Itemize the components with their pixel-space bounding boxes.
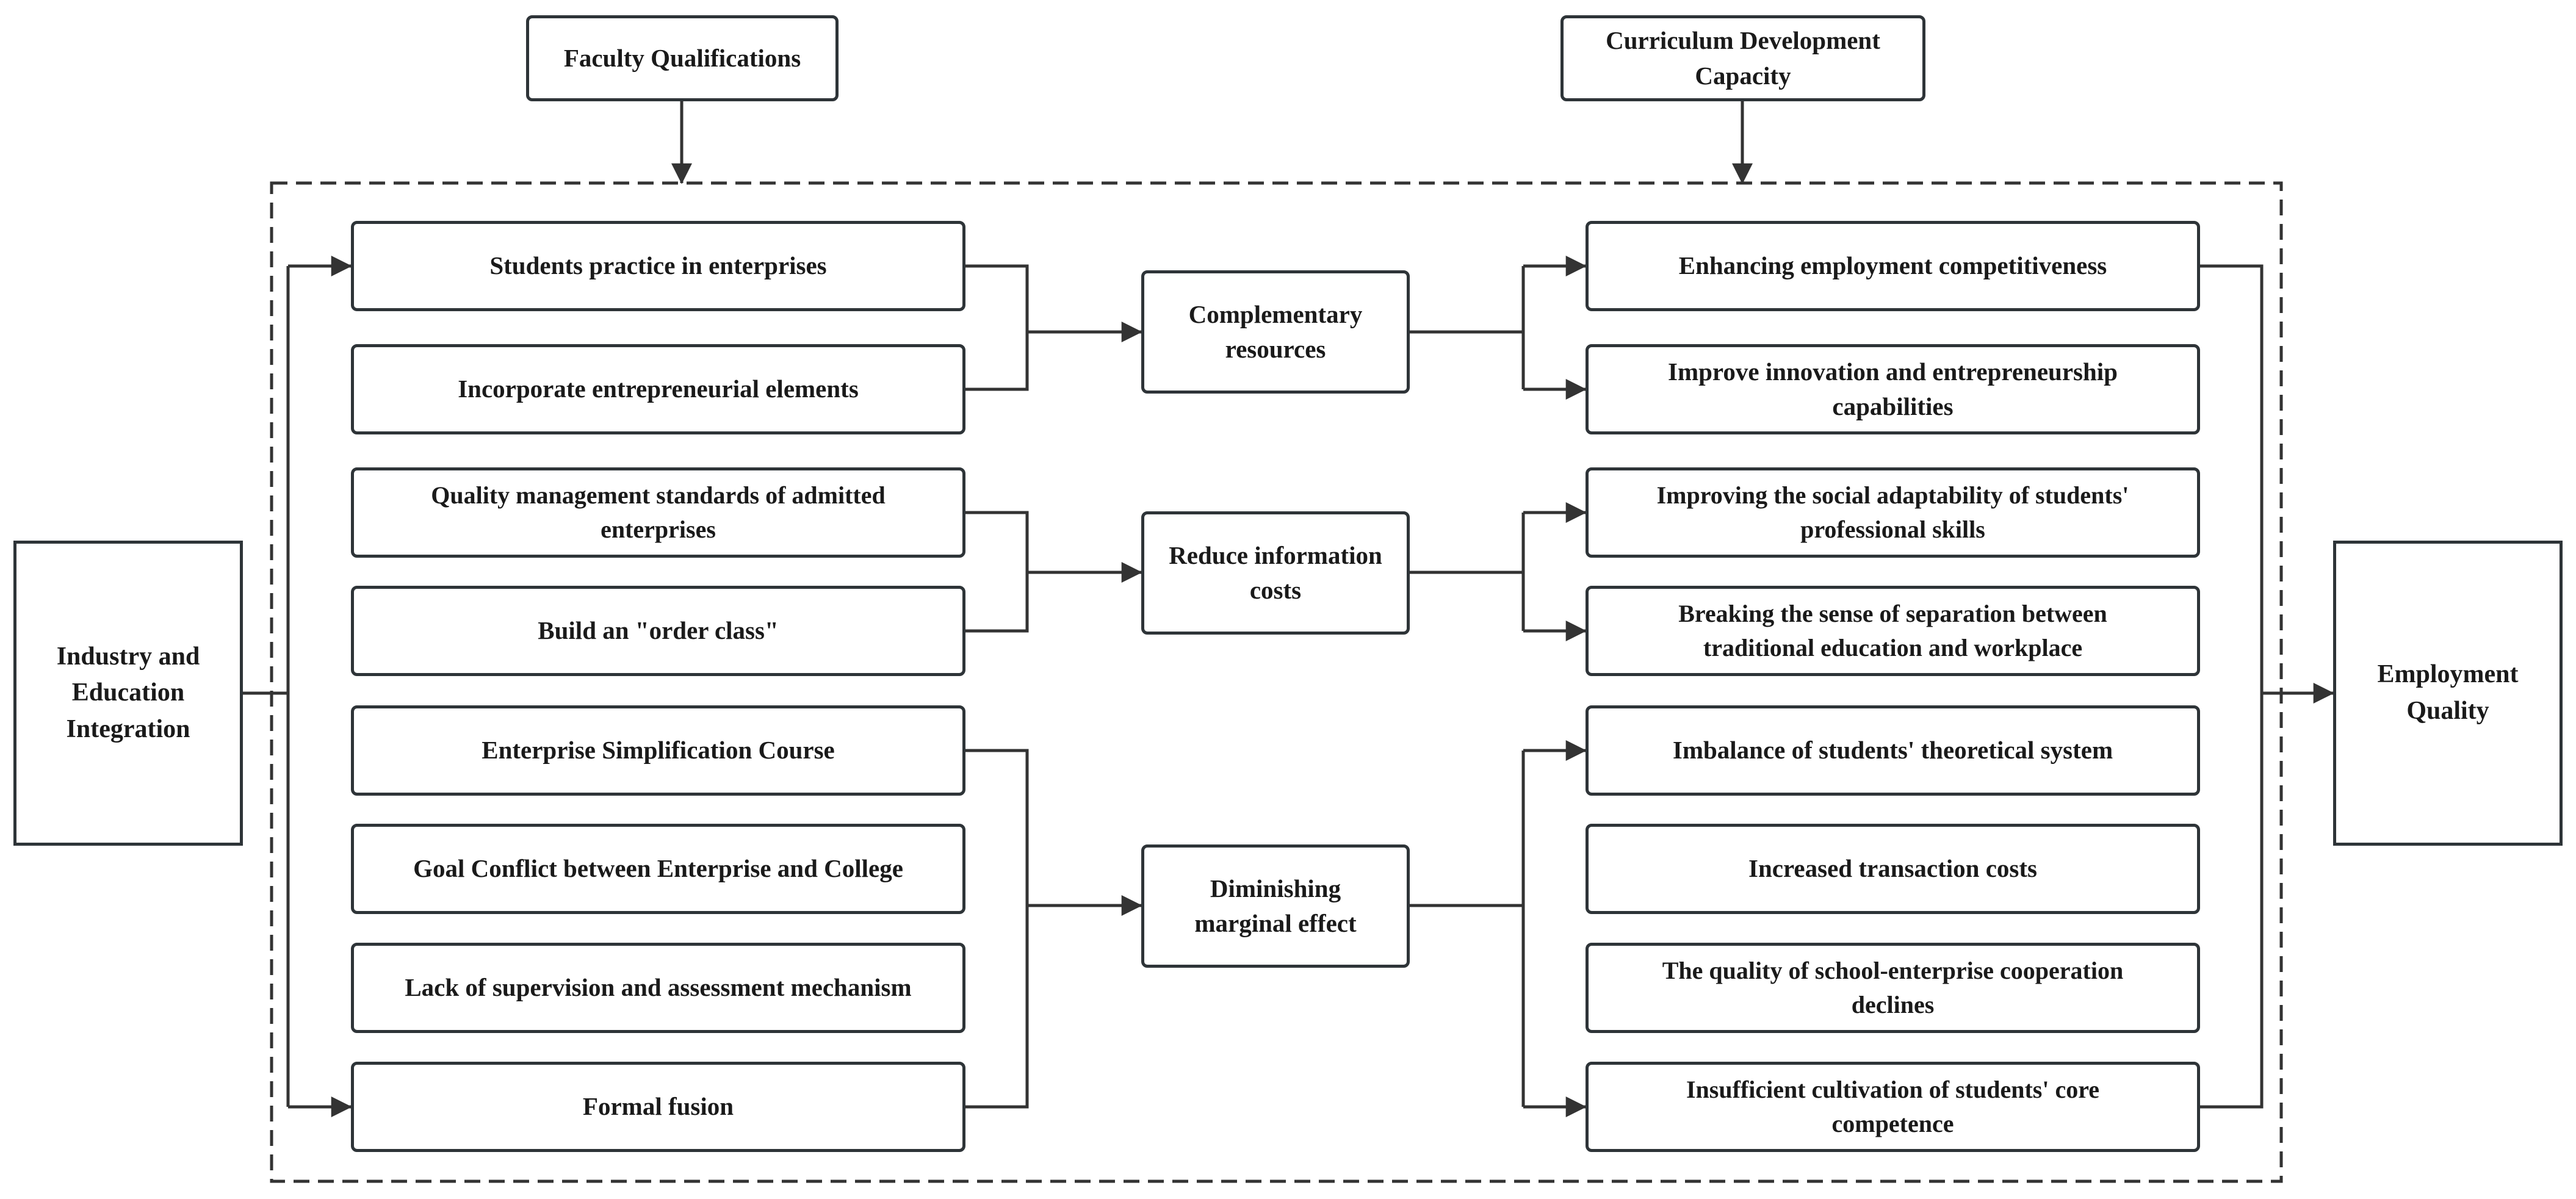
right-node-innovation-entrepreneurship: Improve innovation and entrepreneurship … bbox=[1586, 344, 2200, 434]
right-node-cooperation-declines: The quality of school-enterprise coopera… bbox=[1586, 943, 2200, 1033]
line-left-group-3 bbox=[965, 749, 1029, 1109]
industry-education-integration-box: Industry and Education Integration bbox=[13, 541, 243, 846]
right-node-employment-competitiveness: Enhancing employment competitiveness bbox=[1586, 221, 2200, 311]
curriculum-development-box: Curriculum Development Capacity bbox=[1560, 15, 1925, 101]
employment-quality-box: Employment Quality bbox=[2333, 541, 2563, 846]
dashed-frame bbox=[270, 181, 2283, 1183]
left-node-students-practice: Students practice in enterprises bbox=[351, 221, 965, 311]
left-node-order-class: Build an "order class" bbox=[351, 586, 965, 676]
faculty-qualifications-box: Faculty Qualifications bbox=[526, 15, 839, 101]
left-node-entrepreneurial-elements: Incorporate entrepreneurial elements bbox=[351, 344, 965, 434]
right-node-breaking-separation: Breaking the sense of separation between… bbox=[1586, 586, 2200, 676]
right-node-transaction-costs: Increased transaction costs bbox=[1586, 824, 2200, 914]
left-node-lack-supervision: Lack of supervision and assessment mecha… bbox=[351, 943, 965, 1033]
mid-node-complementary-resources: Complementary resources bbox=[1141, 270, 1410, 394]
left-node-formal-fusion: Formal fusion bbox=[351, 1062, 965, 1152]
right-node-core-competence: Insufficient cultivation of students' co… bbox=[1586, 1062, 2200, 1152]
right-node-imbalance-theoretical: Imbalance of students' theoretical syste… bbox=[1586, 705, 2200, 796]
line-right-collector bbox=[2200, 264, 2264, 1109]
line-left-group-2 bbox=[965, 511, 1029, 633]
left-node-goal-conflict: Goal Conflict between Enterprise and Col… bbox=[351, 824, 965, 914]
left-node-simplification-course: Enterprise Simplification Course bbox=[351, 705, 965, 796]
right-node-social-adaptability: Improving the social adaptability of stu… bbox=[1586, 467, 2200, 558]
line-left-group-1 bbox=[965, 264, 1029, 391]
mid-node-diminishing-marginal-effect: Diminishing marginal effect bbox=[1141, 844, 1410, 968]
left-node-quality-management: Quality management standards of admitted… bbox=[351, 467, 965, 558]
mid-node-reduce-information-costs: Reduce information costs bbox=[1141, 511, 1410, 635]
